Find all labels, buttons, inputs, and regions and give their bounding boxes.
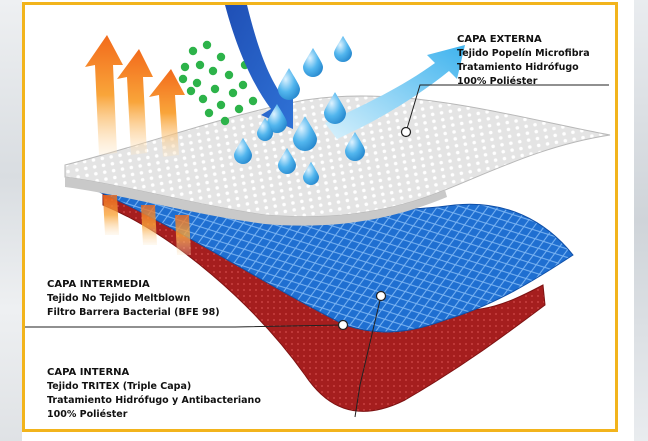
water-drop-icon [303, 48, 323, 77]
bacteria-dot [192, 78, 202, 88]
bacteria-dot [180, 62, 190, 72]
water-drop-icon [345, 132, 365, 161]
water-drop-icon [303, 161, 319, 185]
bacteria-dot-icon [178, 40, 258, 126]
water-drop-icon [278, 68, 300, 100]
bacteria-dot [195, 60, 205, 70]
heat-arrow-icon [85, 35, 123, 155]
bacteria-dot [220, 116, 230, 126]
bacteria-dot [208, 66, 218, 76]
water-drop-icon [293, 116, 317, 151]
bacteria-dot [188, 46, 198, 56]
water-drop-icon [334, 35, 352, 62]
inner-layer-title: CAPA INTERNA [47, 367, 130, 378]
middle-layer-line-2: Filtro Barrera Bacterial (BFE 98) [47, 307, 220, 318]
inflow-arrow-icon [225, 5, 293, 129]
leader-lines [25, 84, 609, 418]
bacteria-dot [216, 52, 226, 62]
outer-layer-edge [65, 177, 447, 226]
bacteria-dot [202, 40, 212, 50]
inner-layer-line-2: Tratamiento Hidrófugo y Antibacteriano [47, 395, 261, 406]
right-background-strip [634, 0, 648, 441]
label-inner-layer: CAPA INTERNA Tejido TRITEX (Triple Capa)… [47, 366, 261, 422]
inner-layer-line-3: 100% Poliéster [47, 409, 128, 420]
bacteria-dot [234, 104, 244, 114]
vapor-arrow-icon [325, 45, 465, 139]
outer-layer-title: CAPA EXTERNA [457, 34, 542, 45]
outer-layer-line-2: Tratamiento Hidrófugo [457, 62, 579, 73]
water-drop-icon [278, 147, 296, 174]
label-outer-layer: CAPA EXTERNA Tejido Popelín Microfibra T… [457, 33, 590, 89]
diagram-frame: CAPA EXTERNA Tejido Popelín Microfibra T… [22, 2, 618, 432]
leader-markers [337, 126, 412, 331]
bacteria-dot [228, 88, 238, 98]
bacteria-dot [178, 74, 188, 84]
fabric-layers-illustration [25, 5, 611, 418]
outer-layer-line-3: 100% Poliéster [457, 76, 538, 87]
bacteria-dot [186, 86, 196, 96]
bacteria-dot [224, 70, 234, 80]
bacteria-dot [238, 80, 248, 90]
water-drop-group [234, 35, 365, 185]
water-drop-icon [234, 137, 252, 164]
middle-layer-line-1: Tejido No Tejido Meltblown [47, 293, 191, 304]
water-drop-icon [257, 117, 273, 141]
left-background-strip [0, 0, 22, 441]
bacteria-dot [198, 94, 208, 104]
water-drop-icon [267, 104, 287, 133]
label-middle-layer: CAPA INTERMEDIA Tejido No Tejido Meltblo… [47, 278, 220, 320]
bacteria-dot [210, 84, 220, 94]
middle-layer-title: CAPA INTERMEDIA [47, 279, 150, 290]
heat-arrow-icon [117, 49, 153, 155]
water-drop-icon [324, 92, 346, 124]
bacteria-dot [248, 96, 258, 106]
heat-rising-below-icon [103, 195, 191, 255]
heat-arrow-icon [149, 69, 185, 157]
inner-layer-line-1: Tejido TRITEX (Triple Capa) [47, 381, 192, 392]
bacteria-dot [204, 108, 214, 118]
outer-layer-line-1: Tejido Popelín Microfibra [457, 48, 590, 59]
bacteria-dot [216, 100, 226, 110]
